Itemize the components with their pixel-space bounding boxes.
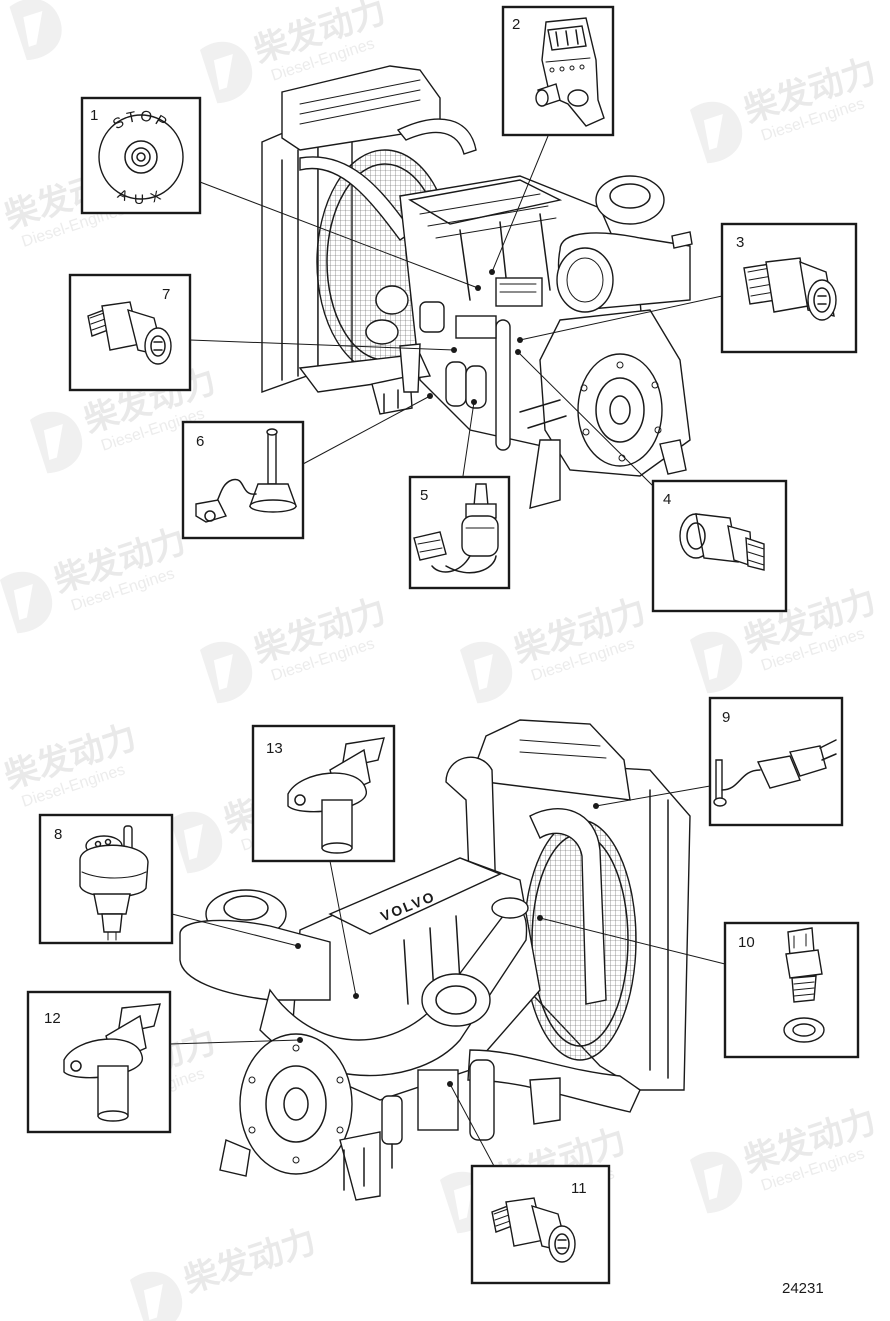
callout-number: 12 bbox=[44, 1010, 61, 1027]
engine-bottom: VOLVO bbox=[179, 719, 691, 1201]
callout-11: 11 bbox=[470, 1164, 611, 1285]
callout-number: 5 bbox=[420, 487, 428, 504]
callout-number: 2 bbox=[512, 16, 520, 33]
callout-12: 12 bbox=[26, 990, 172, 1134]
callout-7: 7 bbox=[68, 273, 192, 392]
leader-lines-bottom bbox=[169, 785, 726, 1167]
callout-number: 1 bbox=[90, 107, 98, 124]
callout-number: 7 bbox=[162, 286, 170, 303]
callout-6: 6 bbox=[181, 420, 305, 540]
callout-number: 13 bbox=[266, 740, 283, 757]
callout-2: 2 bbox=[501, 5, 615, 137]
engine-top bbox=[261, 65, 693, 509]
callout-number: 3 bbox=[736, 234, 744, 251]
callout-number: 9 bbox=[722, 709, 730, 726]
callout-8: 8 bbox=[38, 813, 174, 945]
callout-13: 13 bbox=[251, 724, 396, 863]
callout-number: 4 bbox=[663, 491, 671, 508]
callout-1: 1 STOP AUX bbox=[80, 96, 202, 215]
callout-number: 11 bbox=[571, 1180, 587, 1197]
callout-number: 10 bbox=[738, 934, 755, 951]
callout-4: 4 bbox=[651, 479, 788, 613]
callout-number: 8 bbox=[54, 826, 62, 843]
callout-5: 5 bbox=[408, 475, 511, 590]
callout-9: 9 bbox=[708, 696, 844, 827]
watermark-cn: 柴发动力 bbox=[179, 1221, 321, 1301]
figure-number: 24231 bbox=[782, 1280, 824, 1297]
callout-3: 3 bbox=[720, 222, 858, 354]
callout-number: 6 bbox=[196, 433, 204, 450]
callout-10: 10 bbox=[723, 921, 860, 1059]
leader-lines-top bbox=[189, 135, 723, 487]
